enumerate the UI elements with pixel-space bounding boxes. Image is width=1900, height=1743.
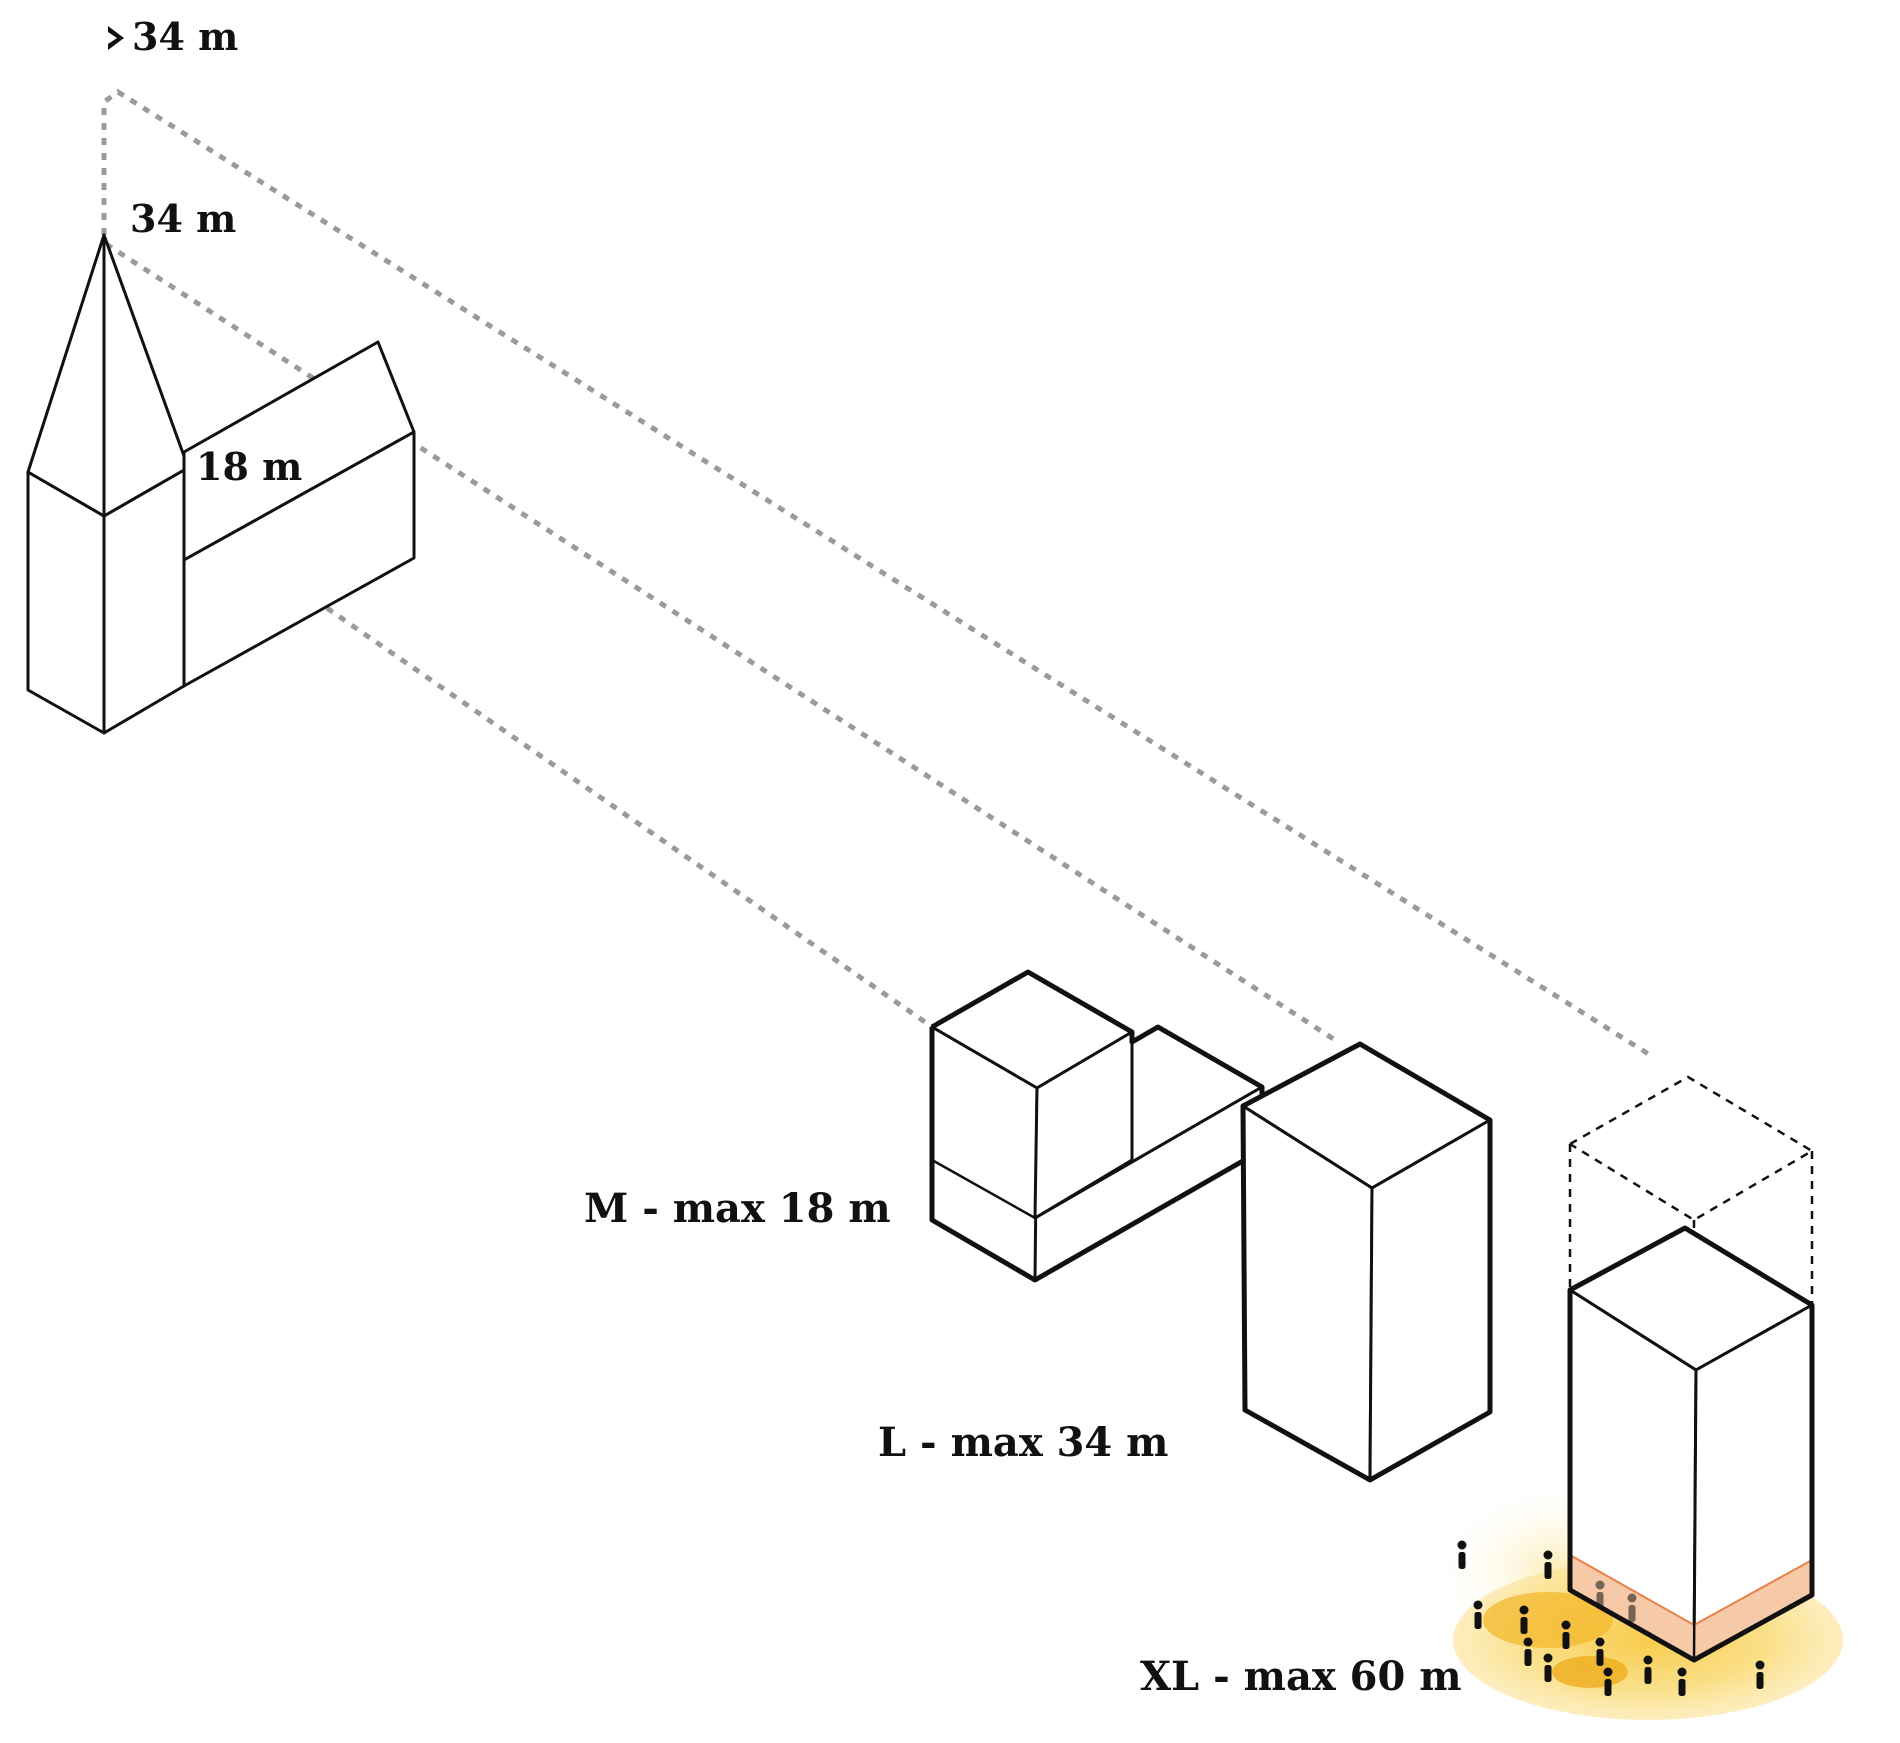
guide-line-l xyxy=(104,241,1337,1043)
person-icon xyxy=(1543,1550,1553,1579)
person-icon xyxy=(1595,1637,1605,1666)
person-icon xyxy=(1561,1620,1571,1649)
building-m-cube-right xyxy=(1033,1030,1134,1220)
person-icon xyxy=(1755,1660,1765,1689)
size-xl-label: XL - max 60 m xyxy=(1140,1653,1462,1700)
church-max-label: 34 m xyxy=(108,14,238,59)
person-icon xyxy=(1677,1667,1687,1696)
person-icon xyxy=(1519,1605,1529,1634)
person-icon xyxy=(1595,1580,1605,1609)
building-xl-ghost-top xyxy=(1569,1075,1815,1222)
church-tower-left xyxy=(26,470,106,735)
building-l-outline xyxy=(1240,1041,1493,1483)
church-spire-right xyxy=(102,233,186,518)
size-m-label: M - max 18 m xyxy=(584,1185,891,1232)
chevron-right-icon xyxy=(108,26,124,50)
church-max-height-label: 34 m xyxy=(132,14,238,59)
person-icon xyxy=(1523,1637,1533,1666)
guide-line-xl xyxy=(101,88,1652,1058)
person-icon xyxy=(1543,1653,1553,1682)
building-xl-corner xyxy=(1692,1369,1698,1661)
ground-hotspot-1 xyxy=(1483,1592,1613,1648)
person-icon xyxy=(1643,1655,1653,1684)
building-xl-plinth-right xyxy=(1694,1560,1812,1660)
building-m-outline xyxy=(929,969,1265,1283)
church-spire-left xyxy=(26,233,106,518)
ground-hotspot-2 xyxy=(1552,1656,1628,1688)
church-drawing xyxy=(26,233,416,735)
person-icon xyxy=(1457,1540,1467,1569)
church-tower-height-label: 34 m xyxy=(130,196,236,241)
person-icon xyxy=(1473,1600,1483,1629)
building-m xyxy=(929,969,1265,1283)
people-group xyxy=(1457,1540,1765,1696)
size-l-label: L - max 34 m xyxy=(878,1419,1169,1466)
building-l xyxy=(1240,1041,1493,1483)
church-nave-height-label: 18 m xyxy=(196,444,302,489)
building-xl-outline xyxy=(1567,1225,1815,1663)
building-m-base-line xyxy=(931,1158,1036,1220)
building-xl xyxy=(1567,1075,1815,1663)
person-icon xyxy=(1603,1667,1613,1696)
person-icon xyxy=(1627,1593,1637,1622)
